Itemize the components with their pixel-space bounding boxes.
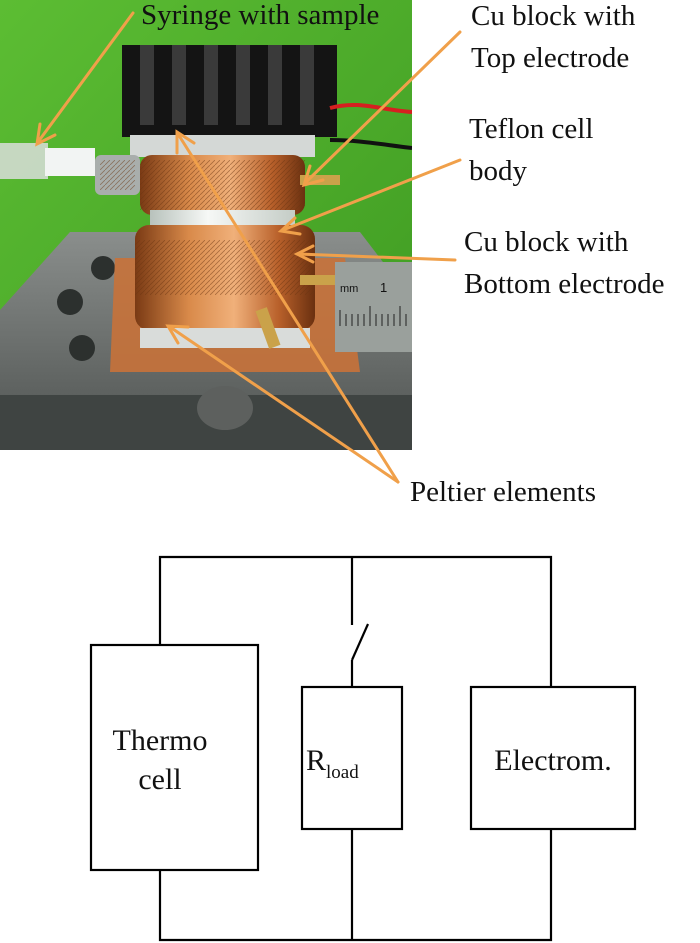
label-top-block-line2: Top electrode bbox=[471, 42, 629, 74]
lower-copper-knurl bbox=[135, 240, 315, 295]
thermo-cell-box bbox=[89, 643, 260, 872]
switch-blade bbox=[350, 623, 370, 661]
plate-hole bbox=[91, 256, 115, 280]
rubber-foot bbox=[197, 386, 253, 430]
plate-hole bbox=[57, 289, 83, 315]
syringe-body bbox=[0, 143, 48, 179]
ruler-text: mm bbox=[340, 283, 358, 295]
rload-label: Rload bbox=[306, 744, 359, 783]
syringe-connector bbox=[45, 148, 95, 176]
ruler-digit: 1 bbox=[380, 280, 387, 295]
bottom-wire bbox=[158, 829, 553, 942]
setup-photo: mm 1 bbox=[0, 0, 412, 450]
side-pin bbox=[300, 275, 335, 285]
luer-knurl bbox=[100, 160, 135, 190]
photo-labels: Syringe with sample Cu block with Top el… bbox=[141, 0, 665, 508]
annotation-arrows bbox=[35, 11, 462, 484]
thermo-cell-label-line2: cell bbox=[138, 763, 181, 796]
arrow-bottom-electrode bbox=[293, 244, 457, 264]
label-syringe: Syringe with sample bbox=[141, 0, 379, 31]
label-bottom-block-line2: Bottom electrode bbox=[464, 268, 665, 300]
rload-box bbox=[300, 685, 404, 831]
rload-label-main: R bbox=[306, 744, 326, 777]
heat-sink-fins bbox=[140, 45, 314, 125]
arrow-teflon bbox=[277, 158, 462, 236]
label-teflon-line2: body bbox=[469, 155, 528, 187]
circuit-diagram: Thermo cell Rload Electrom. bbox=[89, 555, 637, 942]
thermo-cell-label-line1: Thermo bbox=[113, 724, 208, 757]
black-wire bbox=[329, 138, 412, 150]
label-peltier: Peltier elements bbox=[410, 476, 596, 508]
bottom-pin bbox=[255, 307, 281, 349]
label-top-block-line1: Cu block with bbox=[471, 0, 636, 32]
electrometer-label: Electrom. bbox=[494, 744, 611, 777]
top-wire bbox=[158, 555, 553, 687]
ruler-ticks bbox=[339, 306, 407, 326]
rload-label-sub: load bbox=[326, 762, 359, 783]
arrow-syringe bbox=[35, 11, 135, 147]
label-teflon-line1: Teflon cell bbox=[469, 113, 593, 145]
bottom-peltier bbox=[140, 328, 310, 348]
ruler bbox=[335, 262, 412, 352]
label-bottom-block-line1: Cu block with bbox=[464, 226, 629, 258]
arrow-peltier-bottom bbox=[165, 324, 400, 484]
arrow-peltier-top bbox=[175, 129, 400, 484]
electrometer-box bbox=[469, 685, 637, 831]
red-wire bbox=[329, 102, 412, 114]
top-peltier bbox=[130, 135, 315, 157]
arrow-top-electrode bbox=[301, 30, 462, 188]
plate-hole bbox=[69, 335, 95, 361]
